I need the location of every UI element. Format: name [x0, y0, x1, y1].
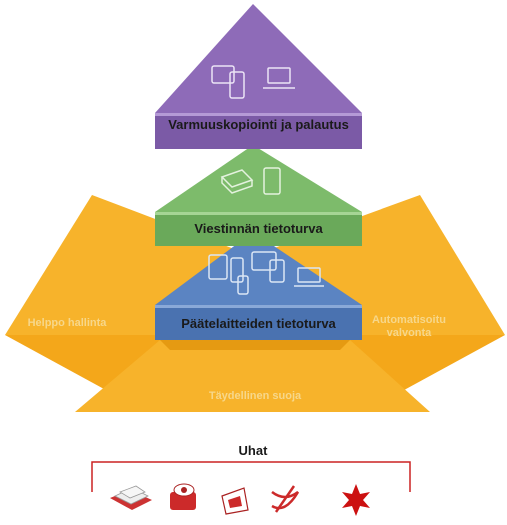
tier-bottom-band-highlight	[155, 305, 362, 308]
tier-middle-roof	[155, 145, 362, 212]
attack-icon	[342, 484, 370, 516]
base-front-shadow	[160, 340, 350, 350]
server-icon	[220, 167, 281, 195]
tier-middle-band-highlight	[155, 212, 362, 215]
tier-bottom-band	[155, 305, 362, 340]
virus-icon	[271, 485, 300, 513]
tier-top-band-highlight	[155, 113, 362, 116]
backup-computers-icon	[211, 65, 295, 99]
tier-bottom	[155, 232, 362, 340]
threats-title: Uhat	[238, 443, 268, 458]
tier-middle	[155, 145, 362, 246]
computer-icon	[208, 251, 324, 295]
tier-top-roof	[155, 4, 362, 113]
base-right-label: Automatisoitu valvonta	[372, 314, 446, 339]
spam-icon	[110, 485, 152, 510]
base-left-label: Helppo hallinta	[27, 317, 107, 329]
malware-icon	[170, 483, 196, 510]
tier-top-label: Varmuuskopiointi ja palautus	[168, 117, 349, 132]
base-bottom-label: Täydellinen suoja	[208, 390, 302, 402]
tier-top-band	[155, 113, 362, 149]
threats-bracket	[91, 461, 411, 492]
base-front-fan	[75, 340, 430, 412]
tier-middle-label: Viestinnän tietoturva	[194, 221, 323, 236]
tier-middle-band	[155, 212, 362, 246]
tier-bottom-label: Päätelaitteiden tietoturva	[181, 316, 336, 331]
tier-top	[155, 4, 362, 149]
phishing-icon	[221, 487, 249, 515]
